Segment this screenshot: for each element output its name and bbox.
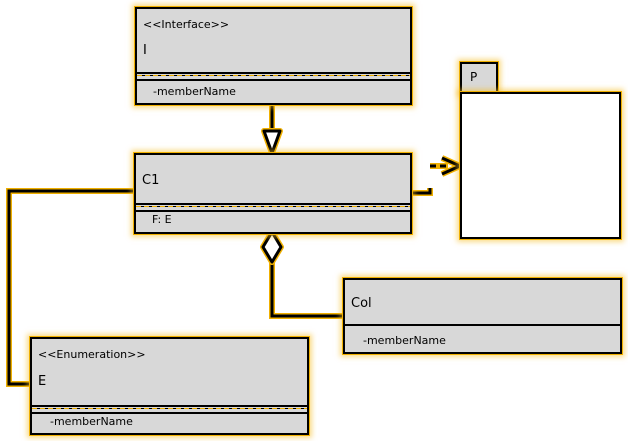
realization-connector: [261, 103, 283, 156]
class-col-divider: [345, 324, 620, 326]
enumeration-stereotype: <<Enumeration>>: [38, 348, 146, 361]
aggregation-connector: [260, 229, 343, 319]
class-c1-box[interactable]: C1 F: E: [134, 153, 412, 234]
interface-name: I: [143, 43, 147, 58]
enumeration-member: -memberName: [50, 415, 133, 428]
interface-stereotype: <<Interface>>: [143, 18, 230, 31]
class-col-box[interactable]: Col -memberName: [343, 278, 622, 354]
dependency-connector: [410, 155, 468, 196]
class-c1-name: C1: [142, 173, 160, 188]
package-body[interactable]: [460, 92, 621, 239]
interface-box[interactable]: <<Interface>> I -memberName: [135, 7, 412, 105]
class-col-member: -memberName: [363, 334, 446, 347]
enumeration-box[interactable]: <<Enumeration>> E -memberName: [30, 337, 309, 435]
interface-member: -memberName: [153, 85, 236, 98]
class-col-name: Col: [351, 296, 372, 311]
association-connector: [6, 188, 134, 387]
enumeration-name: E: [38, 374, 47, 389]
interface-divider: [137, 72, 410, 81]
class-c1-divider: [136, 203, 410, 212]
package-name: P: [470, 70, 478, 84]
class-c1-member: F: E: [152, 213, 172, 226]
package-tab[interactable]: P: [460, 62, 498, 94]
enumeration-divider: [32, 405, 307, 414]
